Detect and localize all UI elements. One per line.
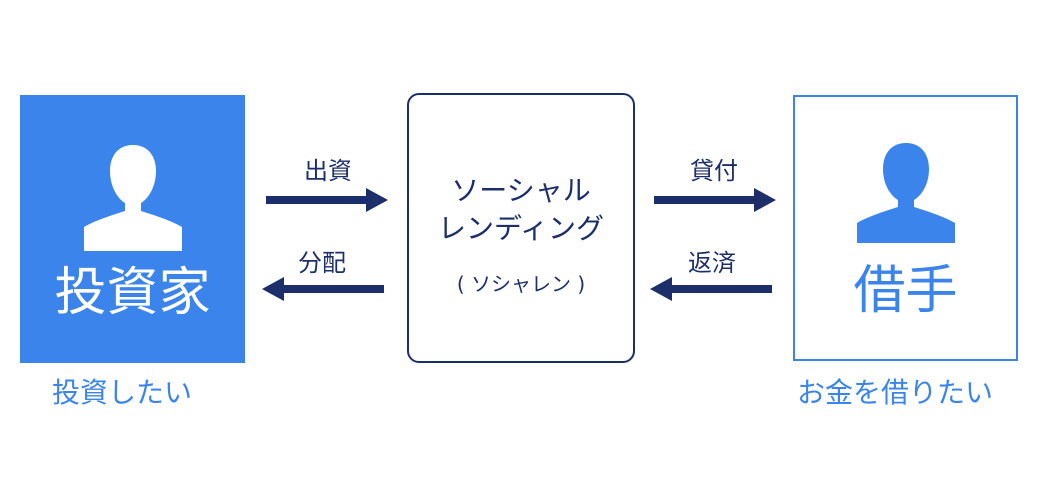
borrower-caption: お金を借りたい — [797, 376, 994, 409]
person-icon — [857, 143, 955, 243]
borrower-label: 借手 — [853, 261, 958, 321]
flow-label-invest: 出資 — [304, 157, 352, 185]
arrow-left-icon — [650, 277, 772, 301]
platform-title-line1: ソーシャル — [451, 174, 591, 207]
arrow-left-icon — [262, 277, 384, 301]
borrower-box: 借手 — [793, 95, 1018, 361]
platform-abbrev: ( ソシャレン ) — [456, 272, 586, 296]
person-icon — [84, 145, 182, 251]
investor-label: 投資家 — [54, 263, 211, 323]
investor-caption: 投資したい — [52, 376, 193, 409]
flow-label-repay: 返済 — [688, 249, 736, 277]
investor-box: 投資家 — [20, 95, 245, 363]
flow-label-lend: 貸付 — [690, 157, 738, 185]
platform-box: ソーシャル レンディング ( ソシャレン ) — [407, 93, 635, 363]
flow-label-distribute: 分配 — [298, 249, 346, 277]
platform-title-line2: レンディング — [437, 212, 605, 245]
arrow-right-icon — [266, 188, 388, 212]
arrow-right-icon — [654, 188, 776, 212]
